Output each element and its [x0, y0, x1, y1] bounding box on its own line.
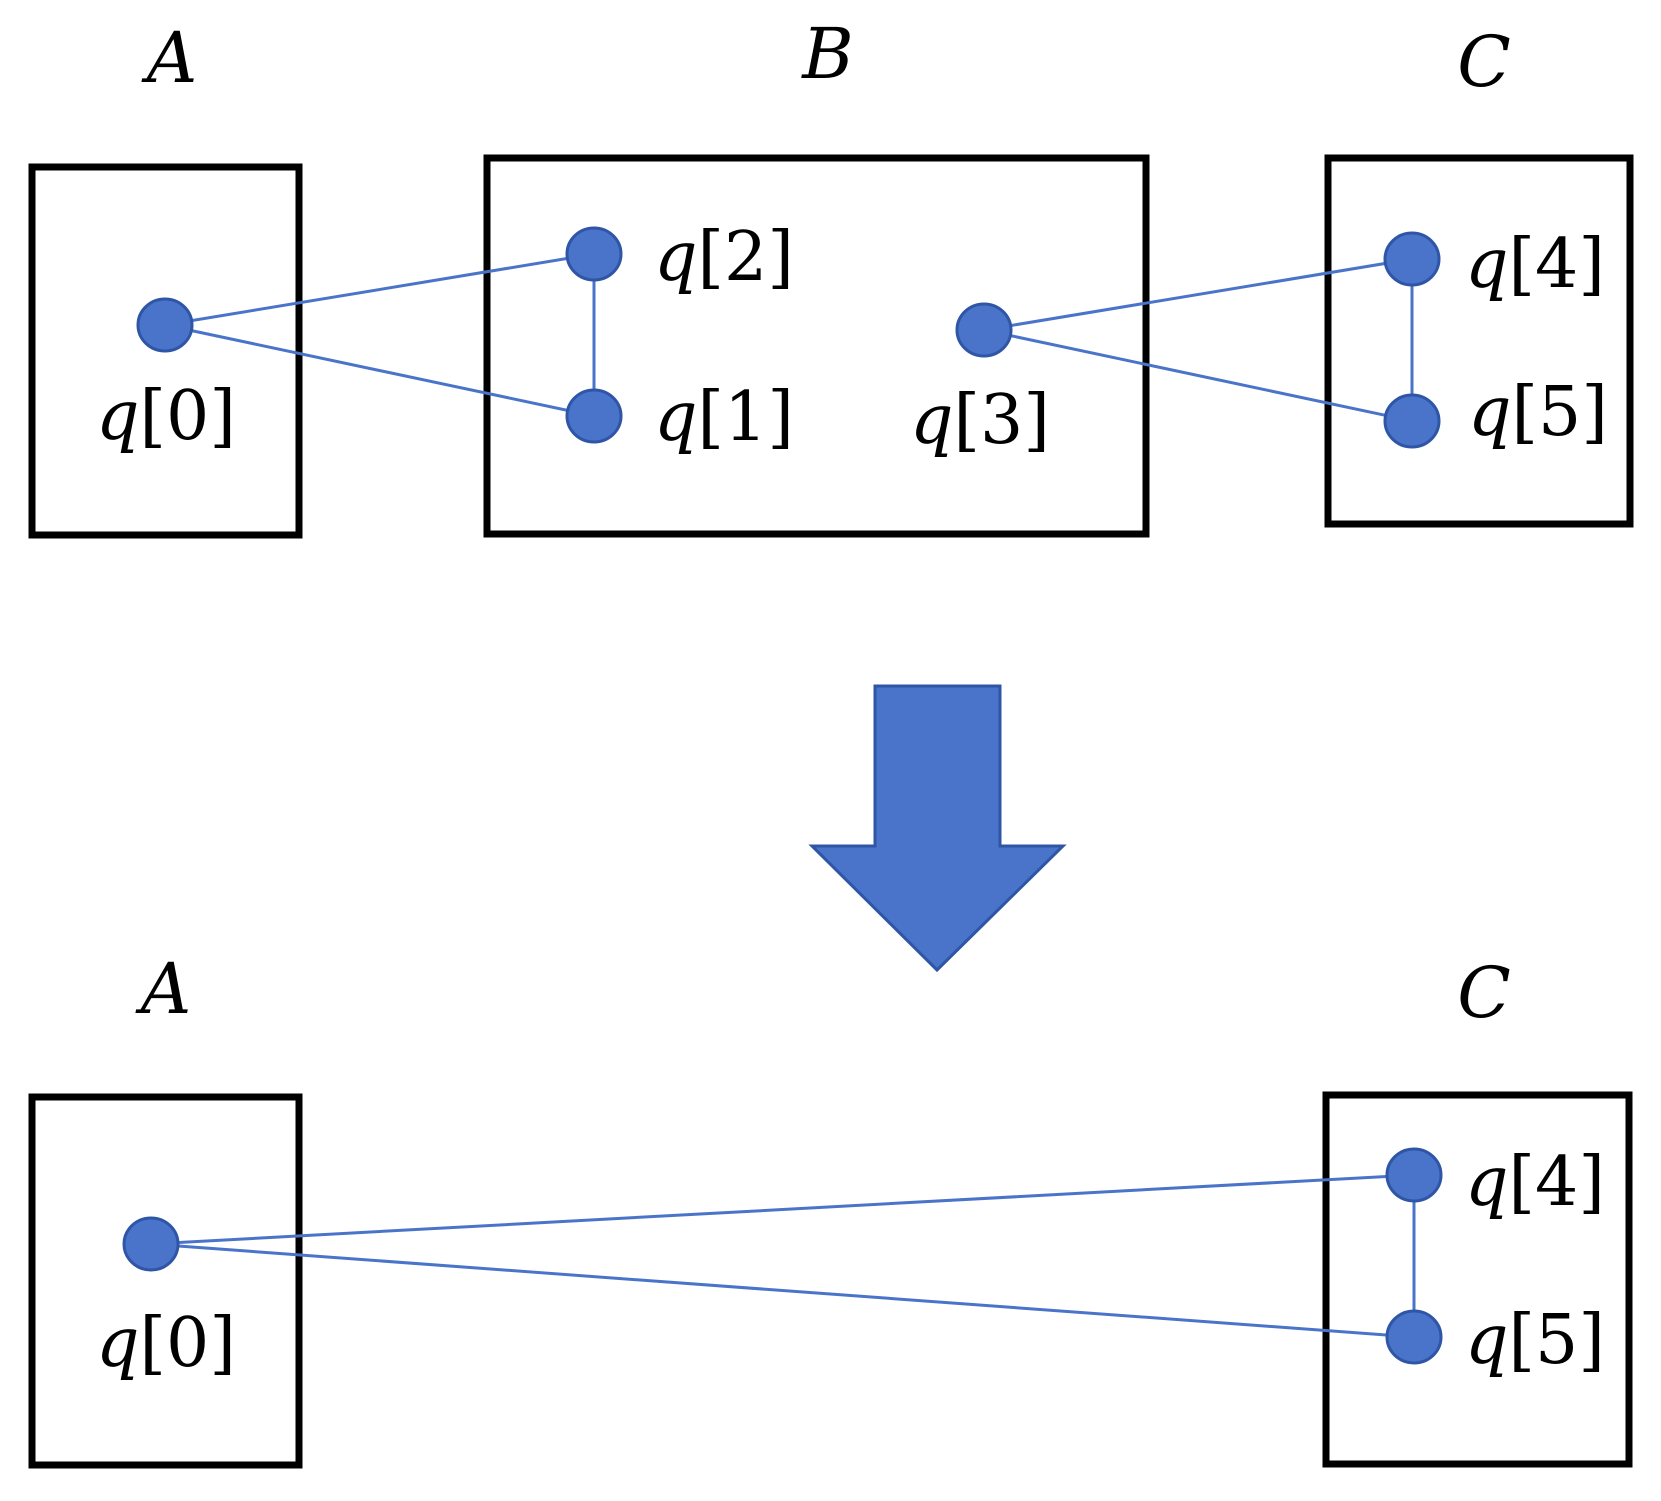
group-label-a-top: A — [141, 17, 198, 99]
edge-q0-q2 — [164, 252, 595, 327]
qubit-label-q4-bottom: q[4] — [1465, 1143, 1605, 1222]
edge-q0-q1 — [164, 323, 595, 418]
group-box-a-bottom — [28, 1093, 303, 1469]
qubit-label-q3-top: q[3] — [910, 381, 1050, 460]
edge-q3-q4 — [983, 257, 1413, 332]
group-box-b-top — [483, 154, 1150, 538]
group-label-b-top: B — [800, 13, 853, 95]
qubit-label-q5-bottom: q[5] — [1465, 1301, 1605, 1380]
qubit-node-q0-top — [136, 297, 194, 353]
qubit-node-q5-top — [1383, 393, 1441, 449]
qubit-label-q1-top: q[1] — [654, 378, 794, 457]
top-state: A B C q[0] q[2] q[1] q[3] — [28, 13, 1634, 539]
down-arrow-icon — [808, 684, 1067, 973]
qubit-label-q0-bottom: q[0] — [96, 1304, 236, 1383]
group-box-c-top — [1324, 154, 1634, 528]
group-box-a-top — [28, 163, 303, 539]
qubit-label-q4-top: q[4] — [1465, 225, 1605, 304]
qubit-node-q3-top — [955, 302, 1013, 358]
group-label-c-top: C — [1457, 21, 1511, 103]
qubit-node-q4-top — [1383, 231, 1441, 287]
qubit-label-q5-top: q[5] — [1468, 373, 1608, 452]
qubit-label-q0-top: q[0] — [96, 377, 236, 456]
group-label-a-bottom: A — [135, 948, 192, 1030]
qubit-node-q1-top — [565, 388, 623, 444]
group-label-c-bottom: C — [1457, 952, 1511, 1034]
edge-q0-q5 — [150, 1242, 1415, 1339]
qubit-node-q0-bottom — [122, 1216, 180, 1272]
bottom-state: A C q[0] q[4] q[5] — [28, 948, 1633, 1469]
qubit-node-q4-bottom — [1385, 1147, 1443, 1203]
qubit-label-q2-top: q[2] — [654, 218, 794, 297]
edge-q3-q5 — [983, 328, 1413, 423]
qubit-node-q2-top — [565, 226, 623, 282]
edge-q0-q4 — [150, 1173, 1415, 1246]
group-box-c-bottom — [1322, 1091, 1633, 1468]
qubit-node-q5-bottom — [1385, 1309, 1443, 1365]
